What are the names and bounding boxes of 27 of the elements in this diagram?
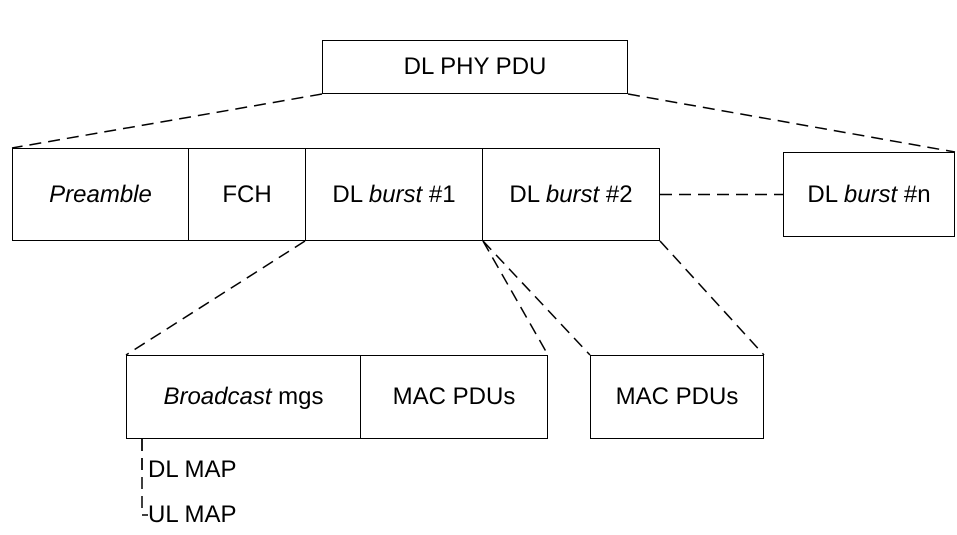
field-label: MAC PDUs	[392, 383, 516, 411]
dashed-connector	[141, 439, 148, 516]
field-label: DL PHY PDU	[404, 53, 546, 81]
field-label: FCH	[222, 180, 272, 208]
dashed-connector	[12, 93, 322, 149]
frame-field-box	[360, 355, 548, 439]
frame-field-box	[482, 148, 660, 241]
field-label: DL burst #2	[509, 180, 633, 208]
frame-field-box	[12, 148, 189, 241]
dashed-connector	[126, 240, 306, 356]
frame-field-box	[305, 148, 483, 241]
field-label: Broadcast mgs	[163, 383, 324, 411]
field-label: Preamble	[49, 180, 152, 208]
field-label: DL MAP	[148, 456, 236, 484]
dashed-connector	[660, 194, 783, 196]
frame-field-box	[322, 40, 628, 94]
field-label: DL burst #1	[332, 180, 456, 208]
dashed-connector	[659, 240, 765, 356]
dashed-connector	[482, 240, 591, 356]
frame-field-box	[590, 355, 764, 439]
frame-field-box	[188, 148, 306, 241]
dashed-connector	[628, 93, 956, 153]
field-label: DL burst #n	[807, 180, 931, 208]
frame-field-box	[783, 152, 955, 237]
field-label: MAC PDUs	[616, 383, 738, 411]
field-label: UL MAP	[148, 501, 236, 529]
frame-field-box	[126, 355, 361, 439]
